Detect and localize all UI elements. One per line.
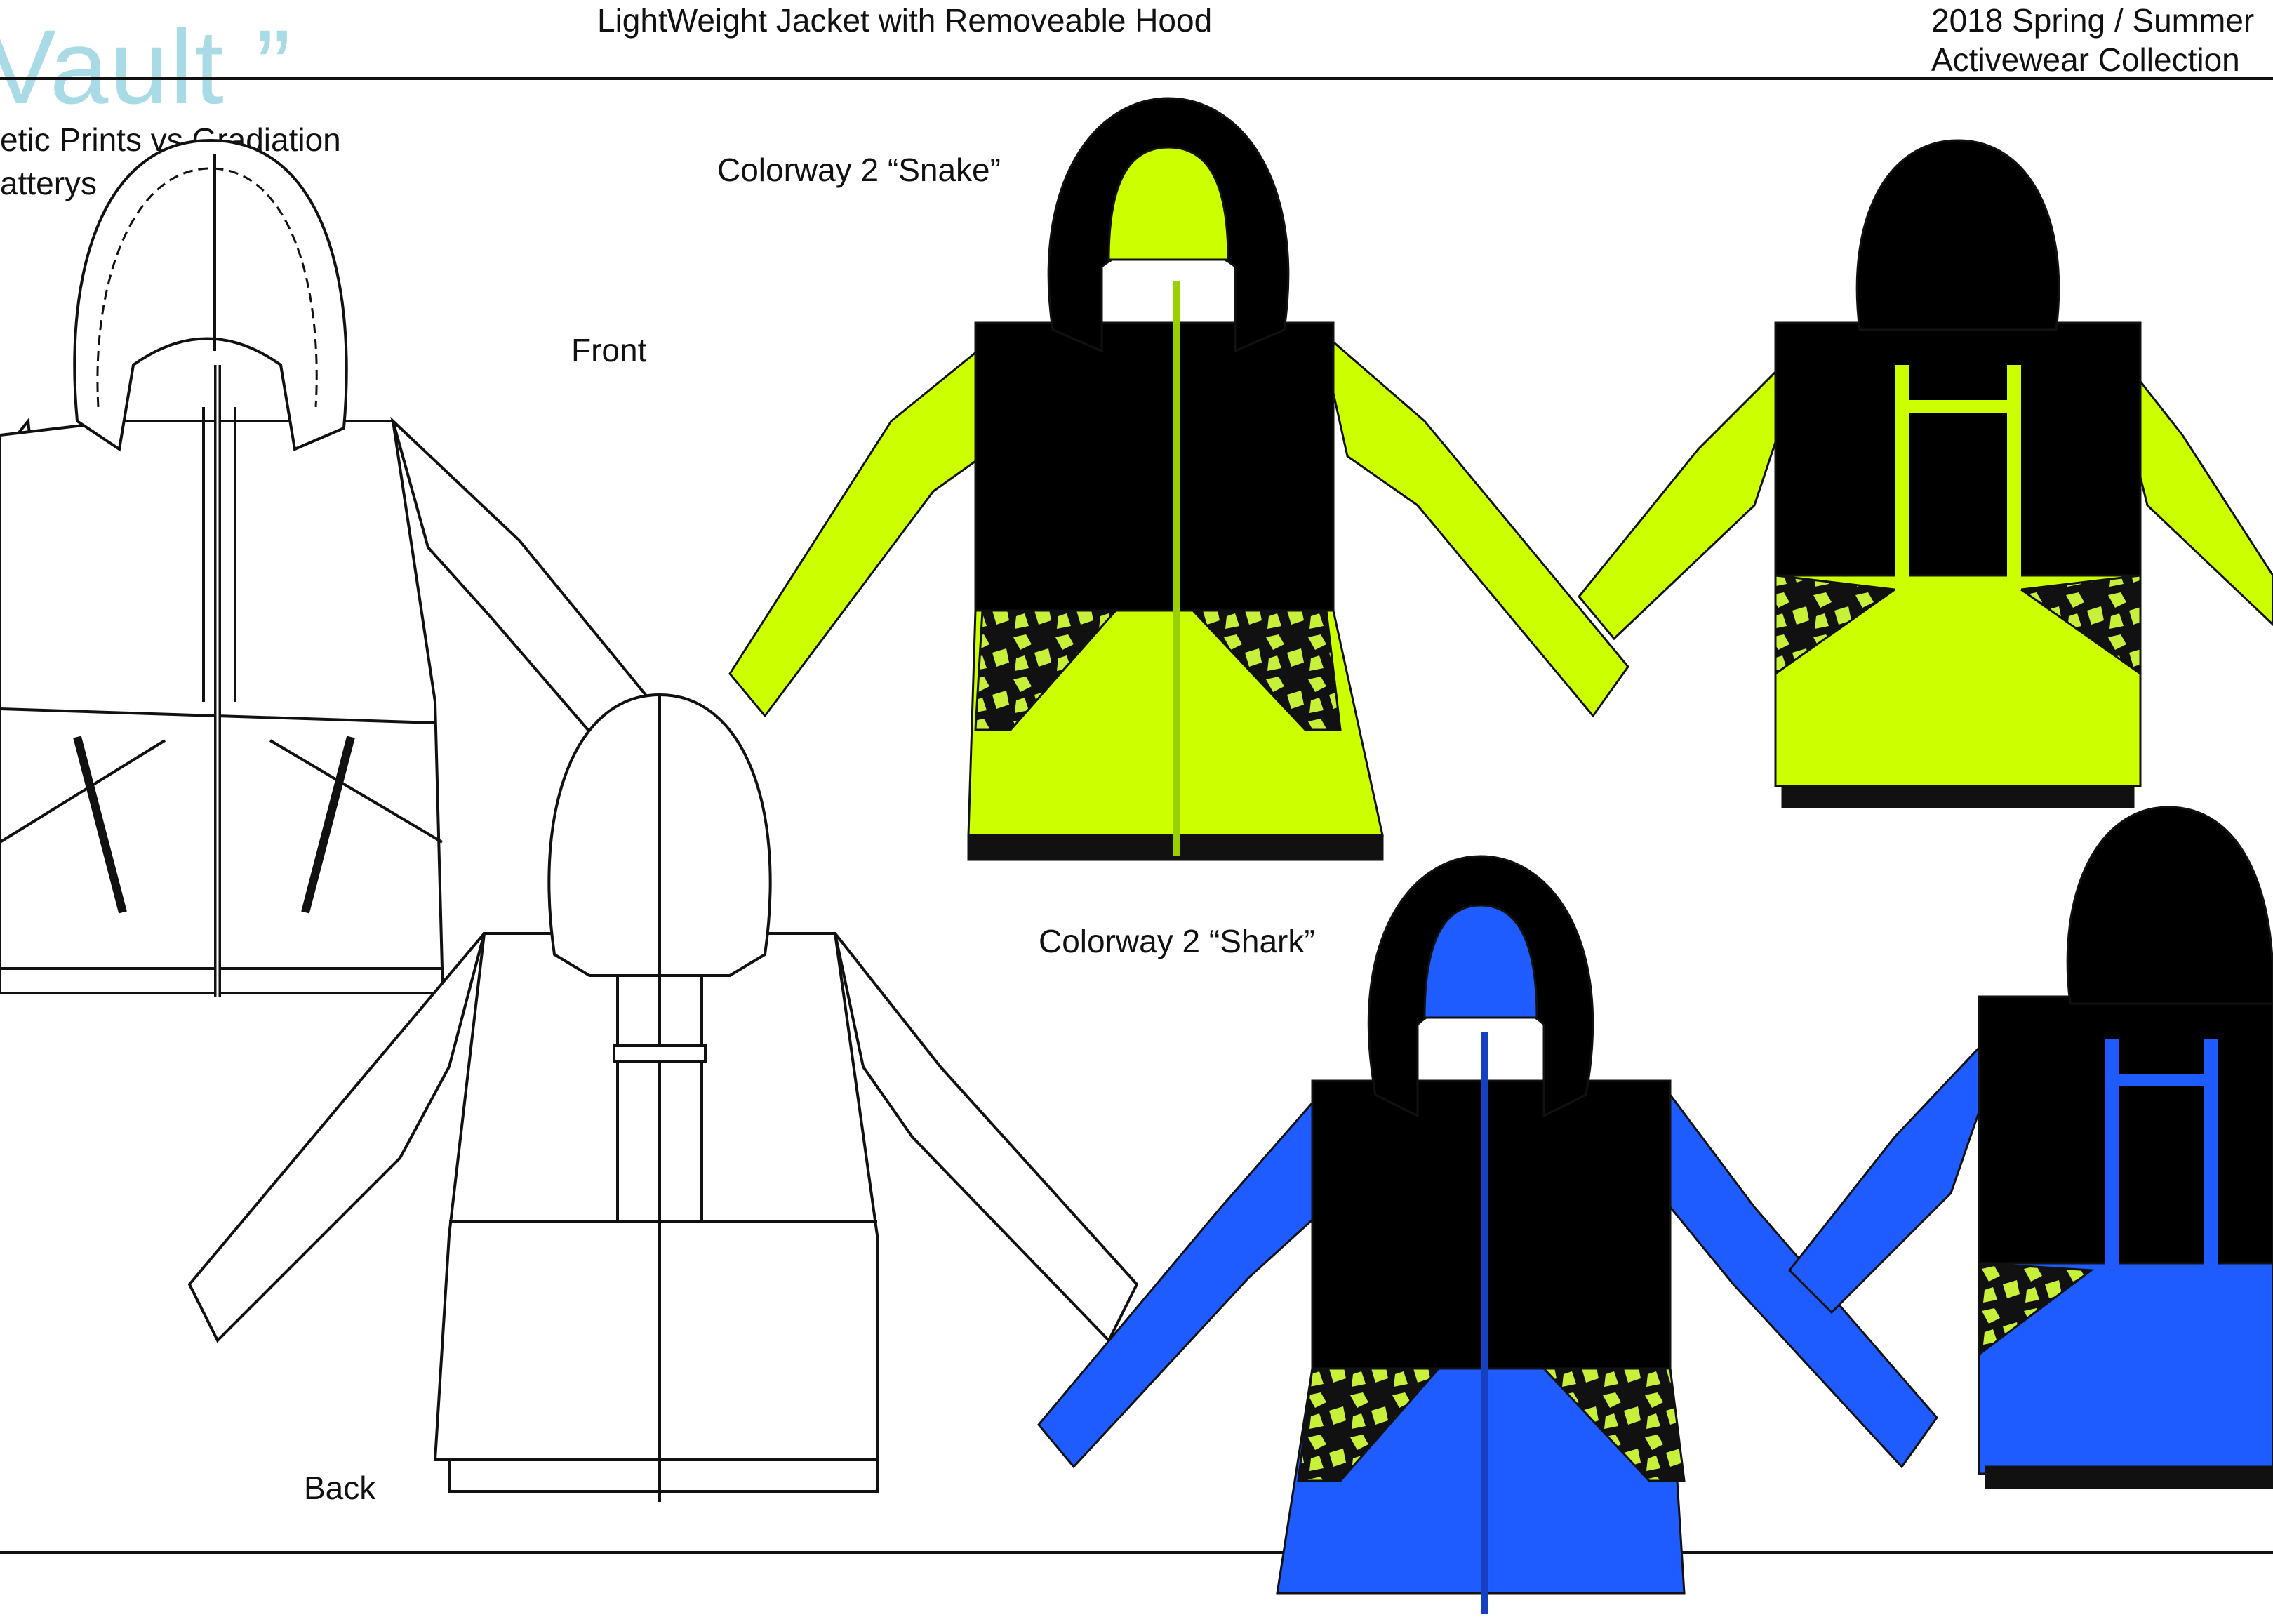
shark-back [1787,806,2273,1489]
front-label: Front [571,332,647,368]
page-title: LightWeight Jacket with Removeable Hood [597,2,1213,39]
colorway-shark-label: Colorway 2 “Shark” [1039,923,1315,959]
back-label: Back [304,1470,376,1506]
shark-front [1037,855,1938,1614]
season-label: 2018 Spring / Summer [1931,2,2255,39]
brand-logo: Vault ” [0,8,293,126]
snake-back [1578,139,2273,808]
footer-rule [0,1551,2273,1554]
collection-label: Activewear Collection [1931,41,2240,78]
colorway-snake-label: Colorway 2 “Snake” [717,152,1001,188]
front-sketch [0,138,720,997]
back-sketch [187,693,1139,1502]
snake-front [728,97,1629,861]
note-line-2: atterys [0,165,98,201]
header-rule [0,77,2273,80]
